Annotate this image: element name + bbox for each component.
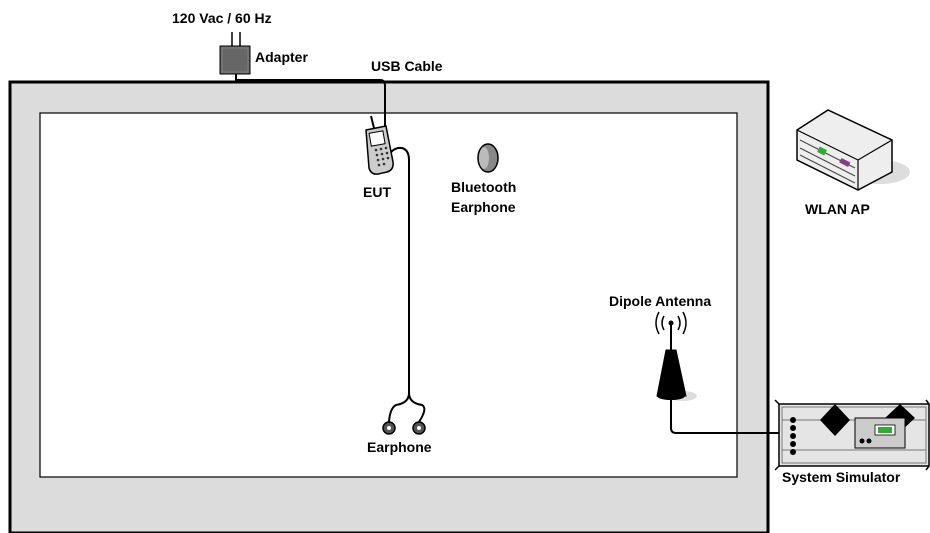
earphone-icon (382, 392, 426, 435)
rf-cable (670, 400, 795, 434)
system-simulator-icon (774, 399, 930, 471)
bluetooth-label-line2: Earphone (451, 199, 516, 215)
dipole-antenna-icon (656, 349, 697, 401)
phone-icon (365, 115, 394, 175)
earphone-cable (390, 146, 410, 393)
usb-cable-label: USB Cable (371, 58, 443, 74)
test-area (39, 112, 738, 478)
dipole-antenna-label: Dipole Antenna (609, 293, 711, 309)
usb-cable (235, 74, 386, 140)
wlan-ap-icon (796, 109, 910, 191)
bluetooth-label-line1: Bluetooth (451, 179, 516, 195)
antenna-waves-icon (655, 311, 687, 350)
wlan-ap-label: WLAN AP (805, 201, 870, 217)
adapter-icon (219, 32, 251, 75)
power-label: 120 Vac / 60 Hz (172, 10, 272, 26)
bluetooth-earphone-icon (477, 143, 499, 173)
adapter-label: Adapter (255, 49, 308, 65)
system-simulator-label: System Simulator (782, 469, 901, 485)
eut-label: EUT (363, 184, 391, 200)
earphone-label: Earphone (367, 439, 432, 455)
